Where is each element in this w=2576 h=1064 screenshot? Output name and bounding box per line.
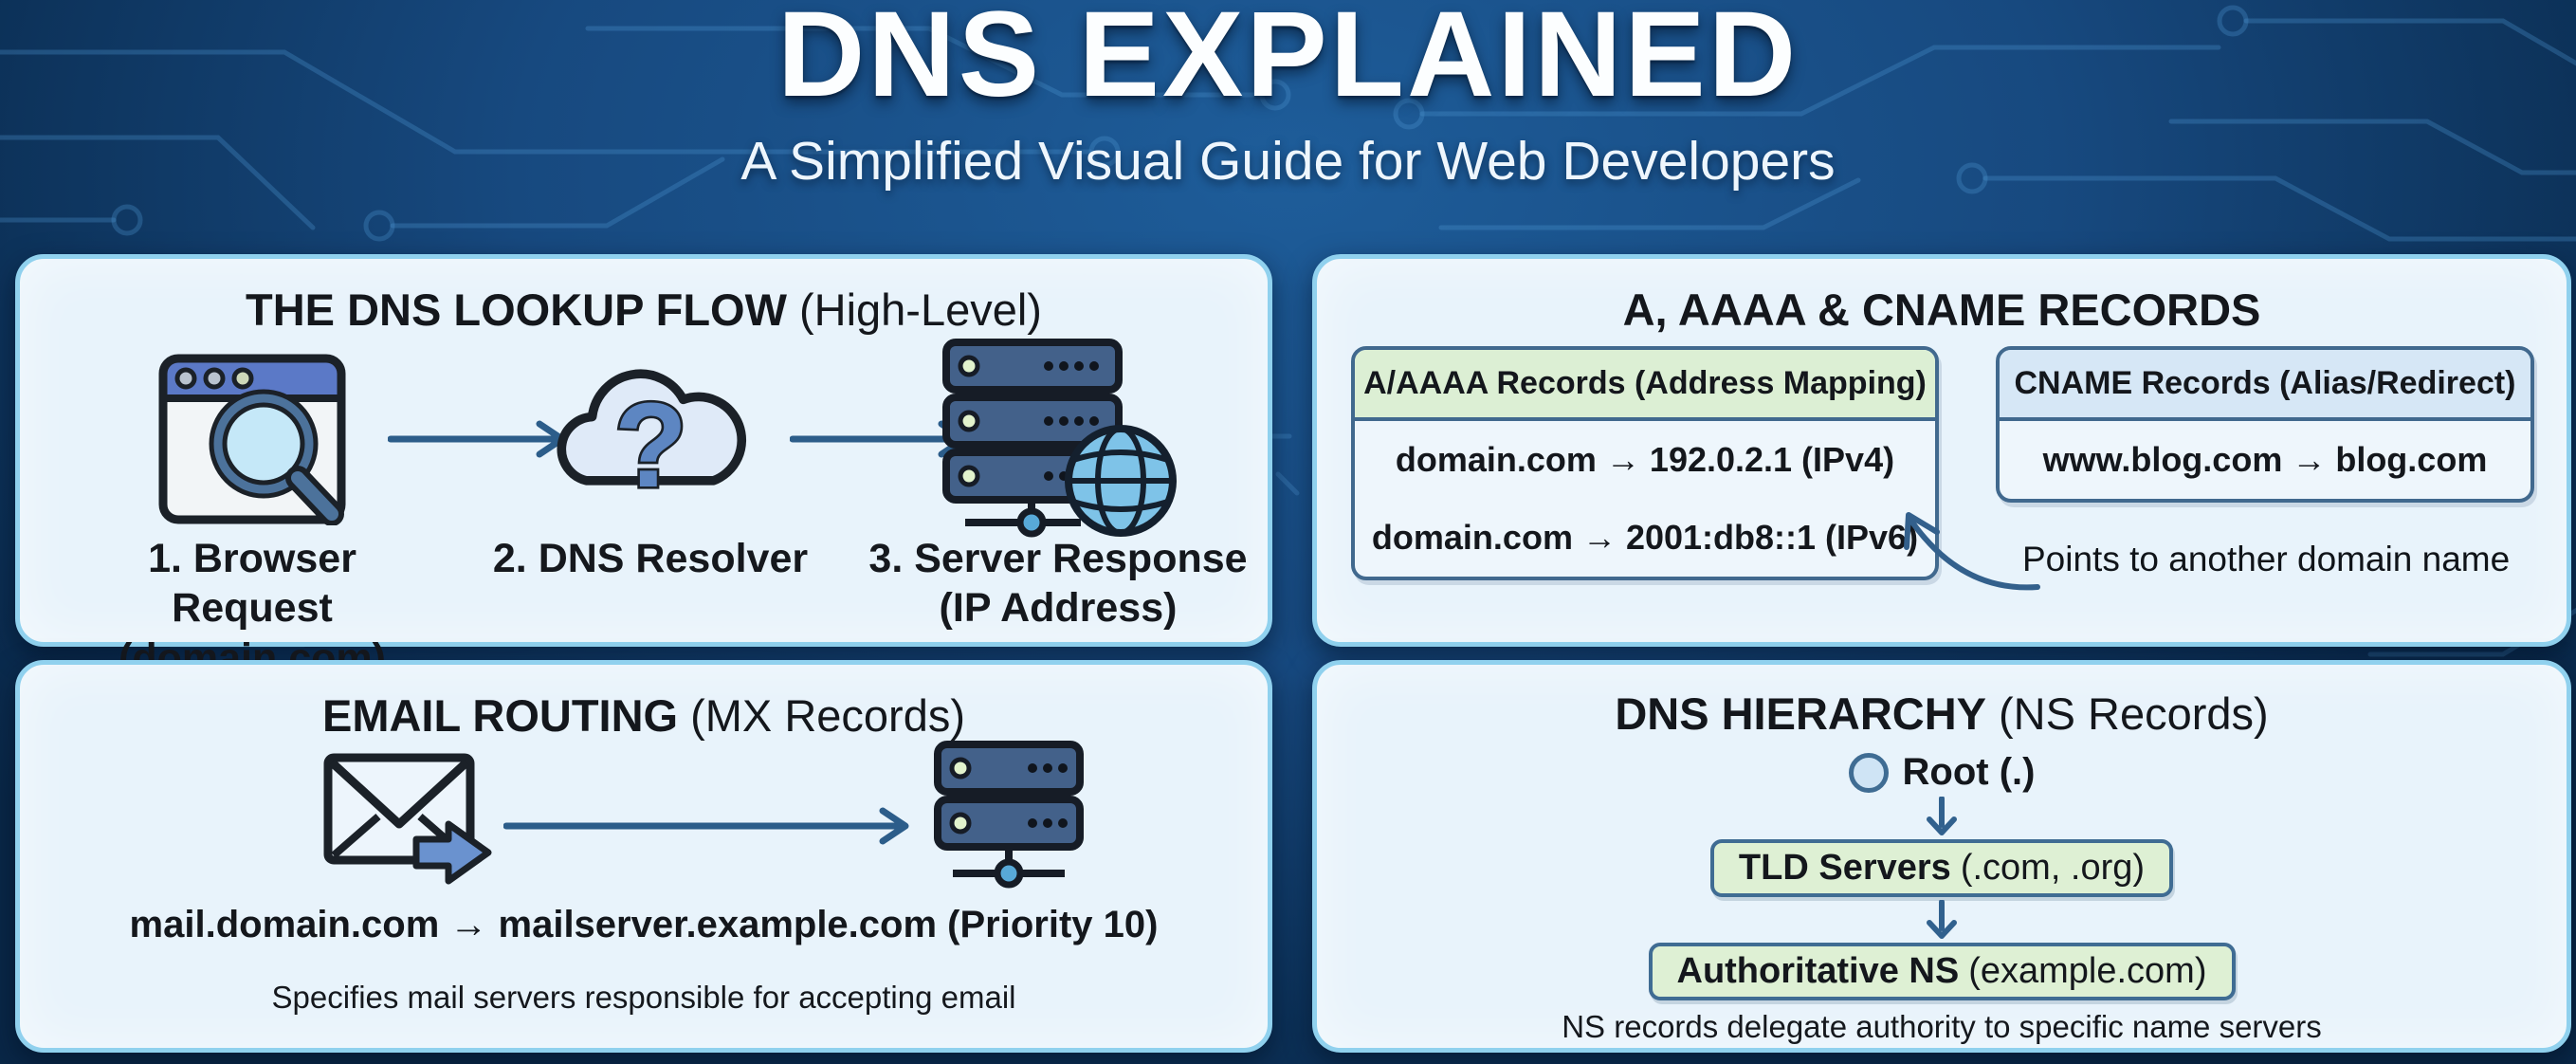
flow-step-sublabel: (IP Address) (939, 585, 1178, 632)
panel-hier-title-main: DNS HIERARCHY (1615, 688, 1987, 739)
page-subtitle: A Simplified Visual Guide for Web Develo… (740, 131, 1836, 192)
panel-flow-title-qualifier: (High-Level) (798, 284, 1042, 335)
arrow-down-icon (1927, 900, 1957, 939)
panel-hier-title: DNS HIERARCHY(NS Records) (1615, 665, 2268, 740)
curved-annotation-arrow-icon (1904, 512, 2040, 591)
panel-flow-title: THE DNS LOOKUP FLOW(High-Level) (20, 259, 1268, 336)
auth-node-label: Authoritative NS (1676, 951, 1960, 991)
panel-email-title-main: EMAIL ROUTING (321, 690, 679, 741)
tld-node-label: TLD Servers (1738, 848, 1951, 888)
mx-record-mapping: mail.domain.com → mailserver.example.com… (129, 904, 1159, 945)
flow-step-label: 3. Server Response (868, 536, 1248, 581)
server-globe-icon (864, 339, 1252, 538)
flow-step-dns-resolver: ? 2. DNS Resolver (484, 344, 816, 583)
flow-step-label: 2. DNS Resolver (492, 536, 809, 581)
authoritative-ns-node: Authoritative NS(example.com) (1648, 943, 2236, 1000)
svg-text:?: ? (614, 378, 687, 512)
panel-record-types: A, AAAA & CNAME RECORDS A/AAAA Records (… (1312, 254, 2571, 647)
panel-hier-title-qualifier: (NS Records) (1999, 688, 2269, 739)
a-record-row: domain.com → 192.0.2.1 (IPv4) (1395, 440, 1895, 479)
cname-records-header: CNAME Records (Alias/Redirect) (2000, 350, 2530, 421)
panel-email-routing: EMAIL ROUTING(MX Records) (15, 660, 1272, 1053)
flow-step-server-response: 3. Server Response (IP Address) (864, 339, 1252, 633)
aaaa-record-row: domain.com → 2001:db8::1 (IPv6) (1371, 518, 1919, 557)
header: DNS EXPLAINED A Simplified Visual Guide … (0, 0, 2576, 193)
a-aaaa-records-header: A/AAAA Records (Address Mapping) (1355, 350, 1935, 421)
flow-step-label: 1. Browser Request (148, 536, 356, 632)
panel-email-title-qualifier: (MX Records) (690, 690, 965, 741)
tld-node-detail: (.com, .org) (1960, 848, 2146, 888)
panel-dns-lookup-flow: THE DNS LOOKUP FLOW(High-Level) 1. (15, 254, 1272, 681)
arrow-down-icon (1927, 797, 1957, 835)
root-label: Root (.) (1902, 751, 2036, 793)
browser-search-icon (72, 344, 432, 534)
email-routing-caption: Specifies mail servers responsible for a… (271, 980, 1016, 1015)
cname-record-row: www.blog.com → blog.com (2042, 440, 2488, 479)
flow-step-browser-request: 1. Browser Request (domain.com) (72, 344, 432, 683)
hierarchy-caption: NS records delegate authority to specifi… (1562, 1009, 2322, 1044)
email-routing-arrow-icon (503, 807, 909, 845)
panel-dns-hierarchy: DNS HIERARCHY(NS Records) Root (.) TLD S… (1312, 660, 2571, 1053)
root-circle-icon (1848, 752, 1889, 793)
cname-records-box: CNAME Records (Alias/Redirect) www.blog.… (1996, 346, 2534, 503)
cname-annotation: Points to another domain name (2022, 540, 2511, 578)
cloud-question-icon: ? (484, 344, 816, 534)
email-envelope-icon (321, 748, 502, 905)
panel-email-title: EMAIL ROUTING(MX Records) (20, 665, 1268, 742)
page-title: DNS EXPLAINED (776, 0, 1800, 122)
tld-servers-node: TLD Servers(.com, .org) (1709, 839, 2174, 897)
a-aaaa-records-box: A/AAAA Records (Address Mapping) domain.… (1351, 346, 1939, 580)
panel-records-title: A, AAAA & CNAME RECORDS (1622, 284, 2261, 335)
auth-node-detail: (example.com) (1968, 951, 2207, 991)
panel-flow-title-main: THE DNS LOOKUP FLOW (246, 284, 787, 335)
hierarchy-root-node: Root (.) (1848, 751, 2036, 794)
mail-server-icon (928, 739, 1089, 900)
